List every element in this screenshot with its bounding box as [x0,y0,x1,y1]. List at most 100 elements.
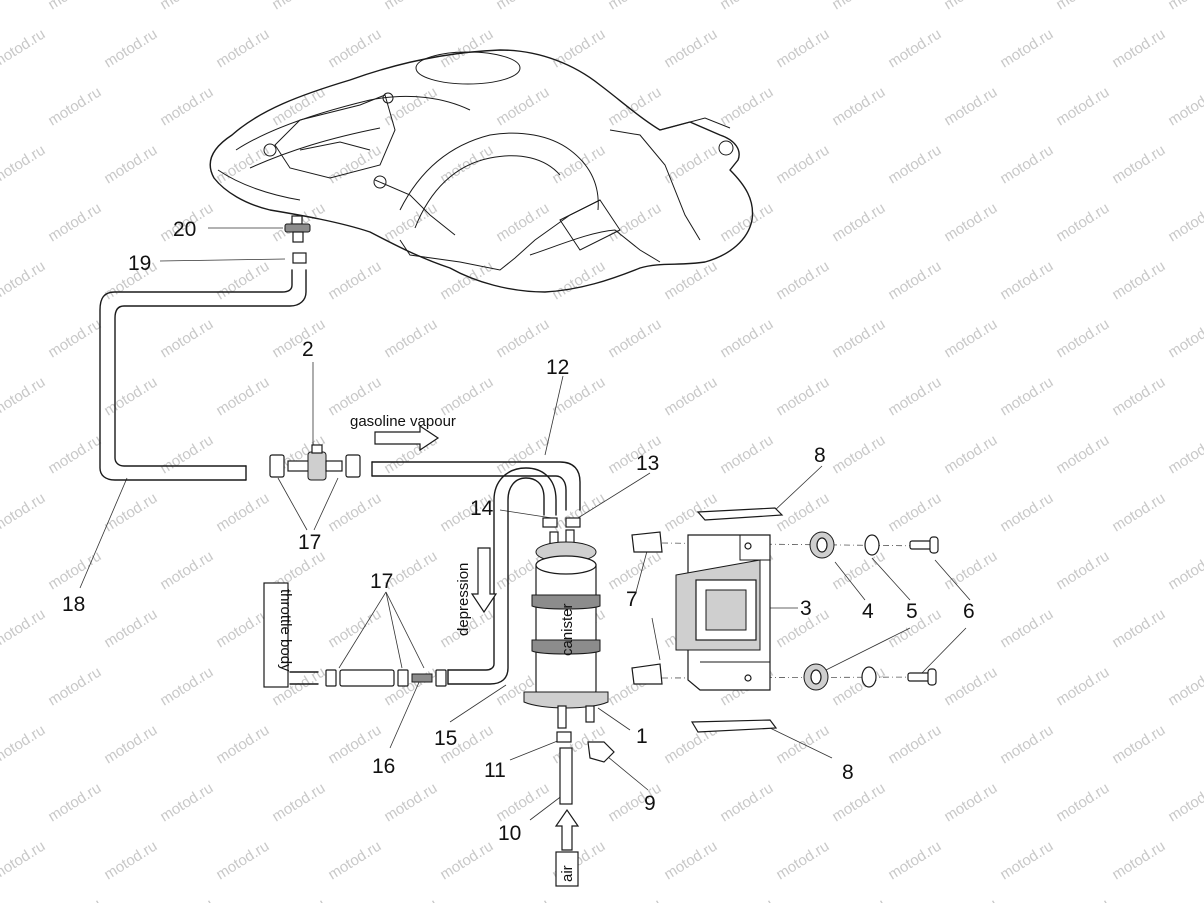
callout-14: 14 [470,497,494,520]
watermark-text: motod.ru [829,896,888,903]
callout-20: 20 [173,218,196,241]
watermark-text: motod.ru [45,664,104,710]
watermark-text: motod.ru [1109,838,1168,884]
watermark-text: motod.ru [1165,548,1204,594]
watermark-text: motod.ru [157,432,216,478]
watermark-text: motod.ru [717,0,776,13]
callout-17-lower: 17 [370,570,393,593]
watermark-text: motod.ru [45,316,104,362]
watermark-text: motod.ru [1053,316,1112,362]
watermark-text: motod.ru [493,84,552,130]
watermark-text: motod.ru [269,316,328,362]
watermark-text: motod.ru [997,26,1056,72]
throttle-body-box [263,582,289,688]
watermark-text: motod.ru [1053,200,1112,246]
watermark-text: motod.ru [101,374,160,420]
callout-12: 12 [546,356,569,379]
watermark-text: motod.ru [941,200,1000,246]
watermark-text: motod.ru [325,258,384,304]
hose-12 [371,461,581,511]
watermark-text: motod.ru [1165,316,1204,362]
canister-1 [523,529,609,729]
watermark-text: motod.ru [1053,664,1112,710]
watermark-text: motod.ru [1053,780,1112,826]
watermark-text: motod.ru [1165,200,1204,246]
clip-7-top [631,531,663,553]
watermark-text: motod.ru [885,142,944,188]
callout-13: 13 [636,452,659,475]
watermark-text: motod.ru [157,0,216,13]
watermark-text: motod.ru [941,0,1000,13]
watermark-text: motod.ru [493,316,552,362]
watermark-text: motod.ru [829,316,888,362]
watermark-text: motod.ru [1109,258,1168,304]
watermark-text: motod.ru [941,896,1000,903]
watermark-text: motod.ru [717,316,776,362]
watermark-text: motod.ru [717,84,776,130]
watermark-text: motod.ru [1053,432,1112,478]
leader-lines [79,227,971,821]
watermark-text: motod.ru [1165,664,1204,710]
watermark-text: motod.ru [269,896,328,903]
fuel-tank [209,49,754,293]
watermark-text: motod.ru [717,780,776,826]
watermark-text: motod.ru [773,838,832,884]
watermark-text: motod.ru [157,896,216,903]
watermark-text: motod.ru [1109,606,1168,652]
watermark-text: motod.ru [269,0,328,13]
watermark-text: motod.ru [1109,722,1168,768]
watermark-text: motod.ru [1109,142,1168,188]
watermark-text: motod.ru [605,200,664,246]
watermark-text: motod.ru [0,606,48,652]
watermark-text: motod.ru [997,838,1056,884]
watermark-text: motod.ru [157,664,216,710]
hose-18 [99,269,307,481]
watermark-text: motod.ru [605,316,664,362]
watermark-text: motod.ru [381,896,440,903]
watermark-text: motod.ru [437,258,496,304]
watermark-text: motod.ru [0,490,48,536]
callout-17-upper: 17 [298,531,321,554]
watermark-text: motod.ru [1053,0,1112,13]
watermark-text: motod.ru [549,142,608,188]
watermark-text: motod.ru [941,432,1000,478]
air-arrow [554,808,580,851]
watermark-text: motod.ru [997,374,1056,420]
callout-19: 19 [128,252,151,275]
watermark-text: motod.ru [1165,432,1204,478]
watermark-text: motod.ru [269,780,328,826]
watermark-text: motod.ru [381,200,440,246]
watermark-text: motod.ru [45,780,104,826]
watermark-text: motod.ru [941,316,1000,362]
watermark-text: motod.ru [773,490,832,536]
watermark-text: motod.ru [549,490,608,536]
watermark-text: motod.ru [45,200,104,246]
watermark-text: motod.ru [1053,896,1112,903]
callout-18: 18 [62,593,85,616]
watermark-text: motod.ru [885,258,944,304]
watermark-text: motod.ru [0,258,48,304]
watermark-text: motod.ru [1053,84,1112,130]
clip-7-bottom [631,663,663,685]
watermark-text: motod.ru [941,780,1000,826]
watermark-text: motod.ru [157,780,216,826]
watermark-text: motod.ru [381,0,440,13]
watermark-text: motod.ru [829,780,888,826]
filter-9 [587,741,615,763]
watermark-text: motod.ru [941,84,1000,130]
watermark-text: motod.ru [101,142,160,188]
callout-numbers: 20 19 2 12 13 14 8 17 18 17 7 3 4 5 6 16… [62,218,975,845]
watermark-text: motod.ru [885,838,944,884]
callout-16: 16 [372,755,395,778]
watermark-text: motod.ru [997,258,1056,304]
callout-15: 15 [434,727,457,750]
watermark-text: motod.ru [325,606,384,652]
watermark-text: motod.ru [1053,548,1112,594]
air-box [555,851,579,887]
watermark-text: motod.ru [549,26,608,72]
watermark-text: motod.ru [829,548,888,594]
watermark-text: motod.ru [885,722,944,768]
watermark-text: motod.ru [997,490,1056,536]
watermark-text: motod.ru [661,374,720,420]
watermark-text: motod.ru [1109,374,1168,420]
